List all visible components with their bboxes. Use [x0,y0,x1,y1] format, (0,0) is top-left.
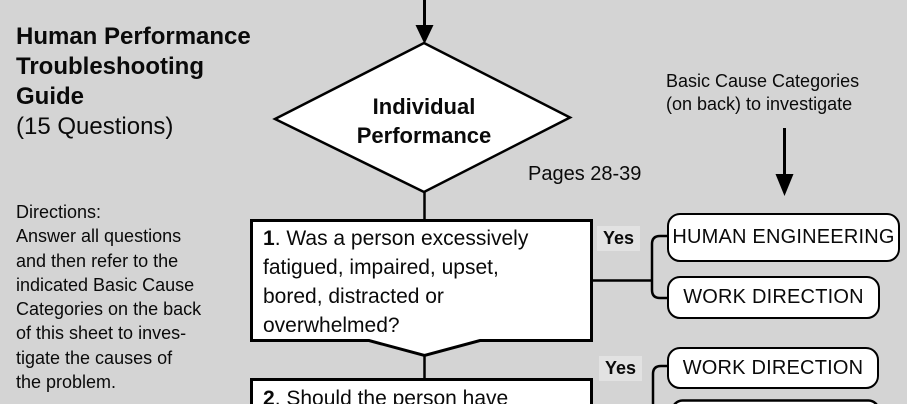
question1-number: 1 [263,227,275,250]
question1-box-outline [250,219,593,358]
q2-category-box-partial [673,399,878,404]
question2-text: 2. Should the person have [263,384,589,404]
page-subtitle: (15 Questions) [16,113,174,140]
category-box-human-engineering: HUMAN ENGINEERING [667,213,900,262]
decision-label: Individual Performance [356,94,492,148]
category-box-work-direction-q2: WORK DIRECTION [667,347,879,389]
question2-body: . Should the person have [274,387,509,404]
page-header: Human Performance Troubleshooting Guide … [16,22,251,142]
category-box-work-direction-q1: WORK DIRECTION [667,276,880,319]
question1-text: 1. Was a person excessively fatigued, im… [263,224,589,340]
question2-box-outline [250,378,593,404]
q1-category-bracket [650,234,667,300]
question1-yes-label: Yes [597,226,641,251]
categories-note: Basic Cause Categories (on back) to inve… [666,71,860,114]
entry-arrowhead-icon [415,25,434,44]
page-title: Human Performance Troubleshooting Guide [16,23,251,110]
question1-body: . Was a person excessively fatigued, imp… [263,227,529,337]
question2-number: 2 [263,387,275,404]
question2-yes-label: Yes [599,356,643,381]
pages-note: Pages 28-39 [528,163,642,185]
q2-category-bracket [651,364,667,404]
categories-note-arrowhead-icon [775,174,794,196]
directions-text: Directions: Answer all questions and the… [16,202,202,393]
